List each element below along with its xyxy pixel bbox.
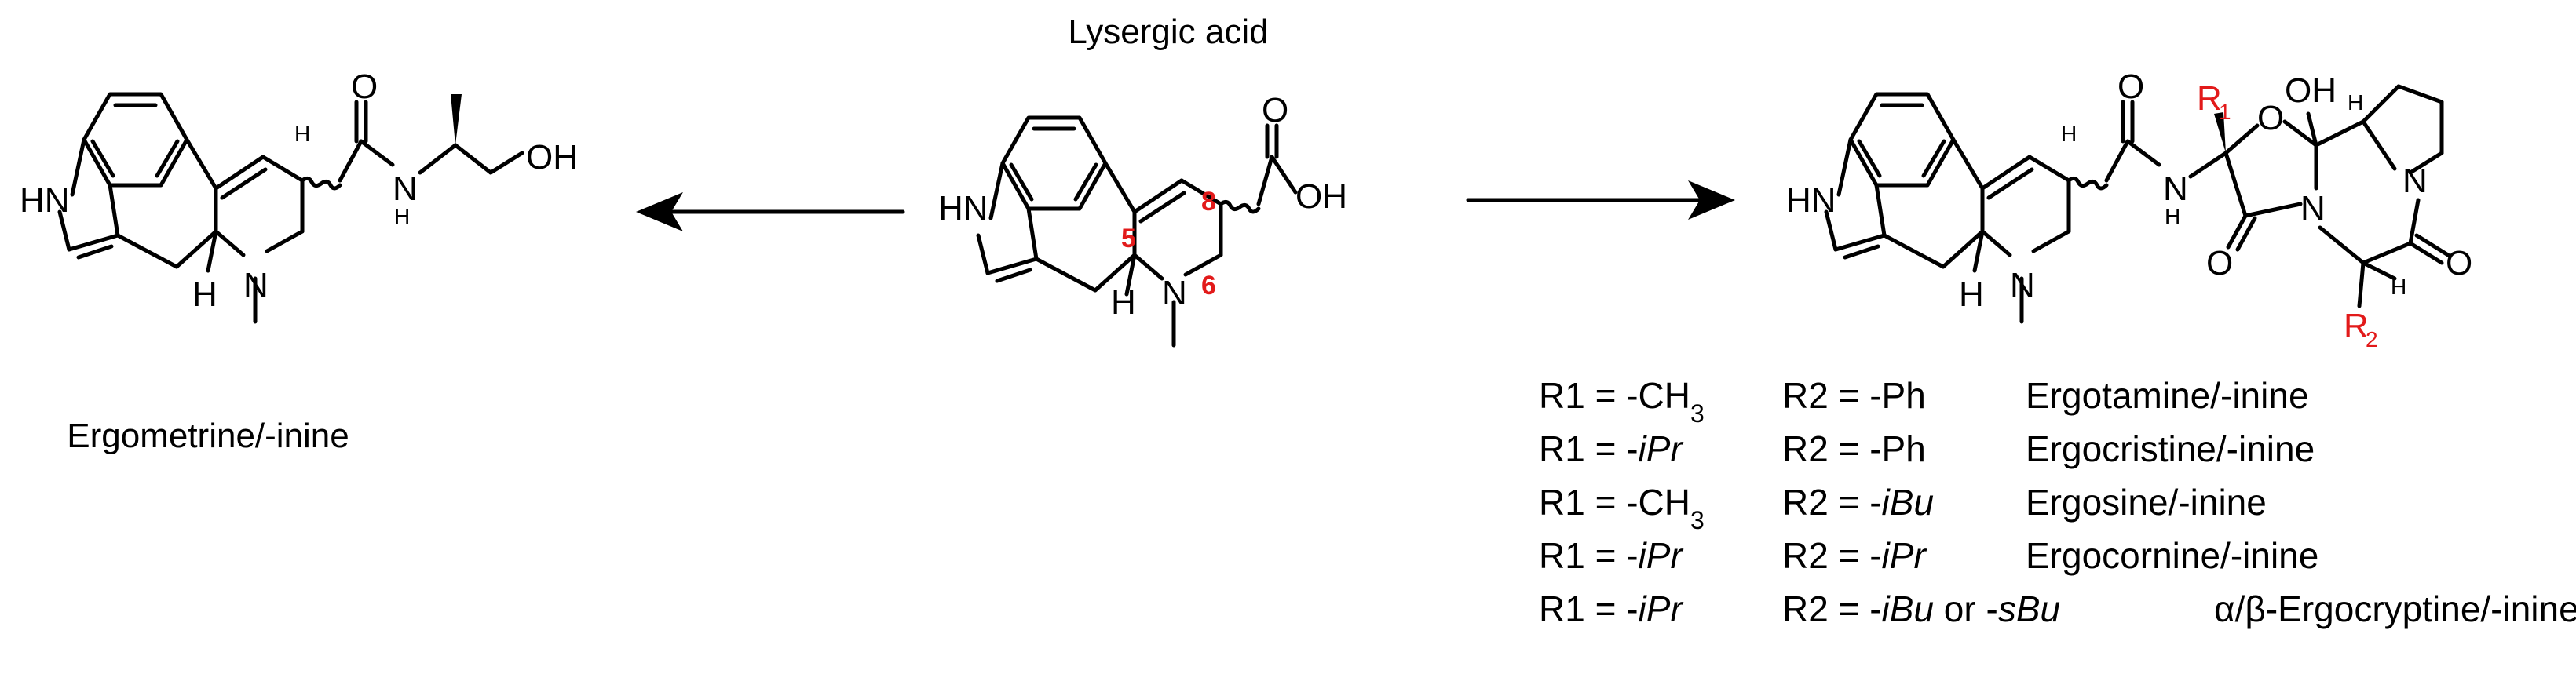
oh-label: OH: [2285, 71, 2337, 110]
wavy-bond: [2066, 176, 2109, 191]
r2-subscript: 2: [2366, 327, 2378, 352]
nh-label: HN: [1786, 181, 1836, 220]
dione-o-label: O: [2446, 244, 2472, 282]
r1-subscript: 1: [2219, 100, 2231, 124]
ergopeptine-structure: HN H N H O N H R 1 O O N OH H N: [1786, 67, 2472, 352]
nh-label: HN: [20, 181, 70, 220]
n-label: N: [1162, 274, 1187, 312]
h-stereo-label: H: [2061, 122, 2077, 146]
r2-cell: R2 = -iPr: [1782, 535, 1927, 576]
position-6-label: 6: [1201, 271, 1216, 301]
h-stereo-label: H: [294, 122, 310, 146]
lysergic-acid-title: Lysergic acid: [1068, 13, 1268, 51]
compound-name: Ergocornine/-inine: [2026, 535, 2318, 576]
pyrrolidine-n-label: N: [2402, 162, 2428, 200]
ring-n-label: N: [2300, 189, 2326, 228]
h-label: H: [1111, 283, 1136, 322]
o-label: O: [351, 67, 378, 106]
r1-cell: R1 = -CH3: [1539, 375, 1705, 428]
position-5-label: 5: [1121, 224, 1136, 253]
r1-prefix: R1 = -CH: [1539, 482, 1690, 523]
oh-label: OH: [1295, 177, 1347, 216]
amide-h-label: H: [394, 204, 410, 228]
ring-o-label: O: [2257, 99, 2284, 137]
wavy-bond: [300, 176, 342, 191]
r1-prefix: R1 = -CH: [1539, 375, 1690, 416]
amide-n-label: N: [2163, 169, 2188, 208]
ergometrine-caption: Ergometrine/-inine: [67, 417, 349, 455]
r1-prefix: R1 = -: [1539, 535, 1639, 576]
amide-n-label: N: [393, 169, 418, 208]
r1-cell: R1 = -iPr: [1539, 535, 1683, 576]
r1-italic: iPr: [1639, 535, 1684, 576]
nh-label: HN: [938, 189, 988, 228]
table-row: R1 = -CH3 R2 = -iBu Ergosine/-inine: [1539, 482, 2267, 534]
compound-name: α/β-Ergocryptine/-inine: [2214, 588, 2576, 629]
compound-name: Ergotamine/-inine: [2026, 375, 2309, 416]
table-row: R1 = -iPr R2 = -Ph Ergocristine/-inine: [1539, 428, 2315, 469]
r1-subscript: 3: [1690, 506, 1705, 534]
r1-prefix: R1 = -: [1539, 588, 1639, 629]
ergometrine-structure: HN H N H O N H OH: [20, 67, 578, 322]
table-row: R1 = -iPr R2 = -iBu or -sBu α/β-Ergocrypti…: [1539, 588, 2576, 629]
r2-label: R: [2344, 307, 2369, 345]
oh-label: OH: [526, 138, 578, 177]
r1-italic: iPr: [1639, 428, 1684, 469]
r1-label: R: [2197, 79, 2222, 118]
r1-wedge: [2214, 112, 2226, 153]
h-label: H: [192, 275, 217, 314]
compound-name: Ergosine/-inine: [2026, 482, 2267, 523]
o-label: O: [1262, 91, 1288, 129]
r1-subscript: 3: [1690, 399, 1705, 428]
bridge-h-label: H: [2348, 90, 2363, 115]
compound-name: Ergocristine/-inine: [2026, 428, 2315, 469]
position-8-label: 8: [1201, 187, 1216, 217]
r2-cell: R2 = -iBu: [1782, 482, 1934, 523]
r2-cell: R2 = -Ph: [1782, 375, 1926, 416]
r1-cell: R1 = -iPr: [1539, 588, 1683, 629]
r2-cell: R2 = -iBu or -sBu: [1782, 588, 2060, 629]
r1-italic: iPr: [1639, 588, 1684, 629]
n-label: N: [2010, 266, 2035, 304]
r2-cell: R2 = -Ph: [1782, 428, 1926, 469]
lysergic-acid-structure: HN H N 5 8 6 O OH: [938, 91, 1347, 345]
wavy-bond: [1219, 199, 1261, 214]
alpha-h-label: H: [2391, 275, 2406, 299]
amide-h-label: H: [2165, 204, 2180, 228]
r1-cell: R1 = -iPr: [1539, 428, 1683, 469]
table-row: R1 = -CH3 R2 = -Ph Ergotamine/-inine: [1539, 375, 2309, 428]
r1-cell: R1 = -CH3: [1539, 482, 1705, 534]
table-row: R1 = -iPr R2 = -iPr Ergocornine/-inine: [1539, 535, 2318, 576]
o-label: O: [2117, 67, 2144, 106]
n-label: N: [243, 266, 269, 304]
r1-prefix: R1 = -: [1539, 428, 1639, 469]
h-label: H: [1959, 275, 1984, 314]
carbonyl-o-label: O: [2206, 244, 2233, 282]
methyl-wedge: [451, 94, 462, 145]
